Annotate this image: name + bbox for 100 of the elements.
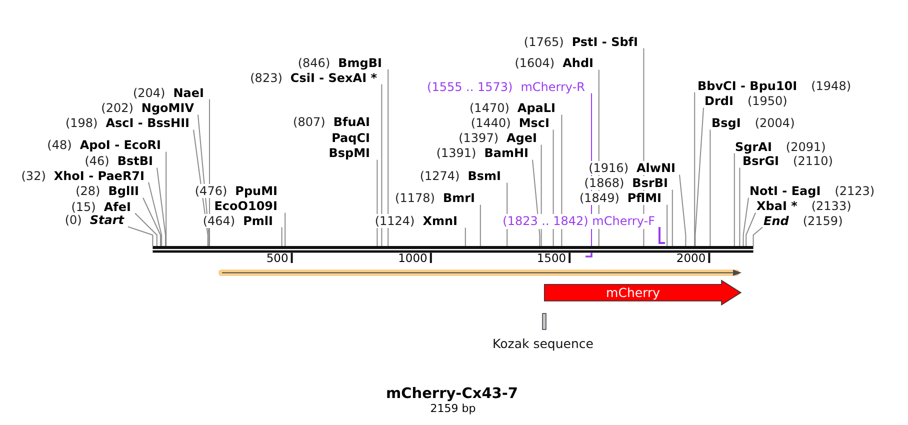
site-position: (1470) xyxy=(470,101,510,116)
site-position: (846) xyxy=(298,56,330,70)
site-position: (48) xyxy=(47,138,72,152)
leader-line xyxy=(746,212,756,246)
leader-line xyxy=(666,204,668,246)
leader-line xyxy=(734,152,735,246)
enzyme-name: CsiI - SexAI * xyxy=(290,70,377,85)
site-position: (1868) xyxy=(584,176,624,190)
site-position: (1765) xyxy=(524,34,564,49)
site-position: (1178) xyxy=(395,191,435,206)
enzyme-name: ApaLI xyxy=(517,101,556,116)
enzyme-name: AscI - BssHII xyxy=(106,116,190,130)
leader-line xyxy=(142,197,161,246)
site-position: (2123) xyxy=(834,184,875,198)
enzyme-name: AhdI xyxy=(562,56,594,70)
enzyme-name: PflMI xyxy=(627,191,662,206)
site-position: (1440) xyxy=(470,116,511,130)
site-position: (476) xyxy=(194,184,228,198)
scale-label: 1000 xyxy=(398,251,428,266)
site-position: (807) xyxy=(293,115,326,130)
site-position: (1274) xyxy=(420,169,460,184)
site-position: (204) xyxy=(132,86,166,100)
feature-label: Kozak sequence xyxy=(492,336,594,351)
dna-backbone xyxy=(152,246,754,253)
leader-line xyxy=(561,114,562,246)
site-position: (2159) xyxy=(802,214,843,228)
enzyme-name: BsmI xyxy=(468,169,501,184)
site-position: (2133) xyxy=(811,199,852,214)
site-position: (1124) xyxy=(374,214,415,228)
site-position: (15) xyxy=(71,200,96,214)
enzyme-name: PaqCI xyxy=(332,130,370,145)
enzyme-name: BamHI xyxy=(484,146,528,160)
site-position: (464) xyxy=(202,214,236,228)
site-position: (1397) xyxy=(458,131,499,146)
sequence-length: 2159 bp xyxy=(430,402,476,416)
leader-line xyxy=(742,197,749,246)
leader-line xyxy=(694,92,696,246)
site-position: (1604) xyxy=(514,56,555,70)
sequence-end-label: End xyxy=(764,214,789,228)
primer-position: (1555 .. 1573) xyxy=(427,80,513,94)
leader-line xyxy=(739,167,740,246)
enzyme-name: AfeI xyxy=(104,200,131,214)
primer-name: mCherry-R xyxy=(520,80,585,94)
enzyme-name: BspMI xyxy=(328,146,370,160)
leader-line xyxy=(672,189,673,246)
scale-label: 2000 xyxy=(676,251,706,266)
enzyme-name: MscI xyxy=(518,116,550,130)
leader-line xyxy=(552,129,554,246)
leader-line xyxy=(166,151,167,246)
scale-label: 500 xyxy=(266,251,288,266)
leader-line xyxy=(752,226,763,246)
site-position: (198) xyxy=(65,116,98,130)
site-position: (1916) xyxy=(588,161,628,176)
site-position: (202) xyxy=(101,101,134,116)
feature-label: mCherry xyxy=(606,284,660,302)
scale-label: 1500 xyxy=(536,251,566,266)
leader-line xyxy=(156,167,166,246)
leader-line xyxy=(281,226,282,246)
enzyme-name: NaeI xyxy=(173,86,204,100)
enzyme-name: PmlI xyxy=(243,214,273,228)
site-position: (823) xyxy=(250,70,282,85)
enzyme-name: BmgBI xyxy=(338,56,382,70)
site-position: (2004) xyxy=(754,116,795,130)
enzyme-name: NgoMIV xyxy=(141,101,194,116)
enzyme-name: BstBI xyxy=(117,154,153,168)
enzyme-name: DrdI xyxy=(704,94,734,108)
sequence-end-label: Start xyxy=(90,213,124,228)
leader-line xyxy=(148,182,162,246)
enzyme-name: BsgI xyxy=(712,116,741,130)
leader-line xyxy=(464,227,466,246)
site-position: (32) xyxy=(21,168,46,183)
leader-line xyxy=(710,129,711,246)
enzyme-name: BsrBI xyxy=(632,176,668,190)
leader-line xyxy=(284,212,286,246)
enzyme-name: BglII xyxy=(108,184,139,198)
enzyme-name: PstI - SbfI xyxy=(572,34,638,49)
map-title: mCherry-Cx43-7 xyxy=(386,385,518,403)
enzyme-name: BbvCI - Bpu10I xyxy=(698,78,798,93)
enzyme-name: XbaI * xyxy=(756,199,798,214)
site-position: (1849) xyxy=(579,191,620,206)
site-position: (1391) xyxy=(436,146,476,160)
leader-line xyxy=(134,212,158,246)
enzyme-name: AlwNI xyxy=(636,161,676,176)
leader-line xyxy=(694,107,704,246)
site-position: (0) xyxy=(64,213,82,228)
enzyme-name: XhoI - PaeR7I xyxy=(54,168,144,183)
leader-line xyxy=(128,226,154,246)
site-position: (2110) xyxy=(793,154,833,168)
enzyme-name: SgrAI xyxy=(735,140,772,154)
enzyme-name: PpuMI xyxy=(235,184,278,198)
site-position: (2091) xyxy=(786,140,826,154)
leader-line xyxy=(480,204,481,246)
primer-label: (1823 .. 1842) mCherry-F xyxy=(502,214,655,230)
enzyme-name: AgeI xyxy=(506,131,537,146)
site-position: (1948) xyxy=(811,78,852,93)
site-position: (28) xyxy=(76,184,100,198)
enzyme-name: EcoO109I xyxy=(214,199,278,214)
leader-line xyxy=(381,84,382,246)
leader-line xyxy=(679,174,686,246)
enzyme-name: BfuAI xyxy=(333,115,370,130)
